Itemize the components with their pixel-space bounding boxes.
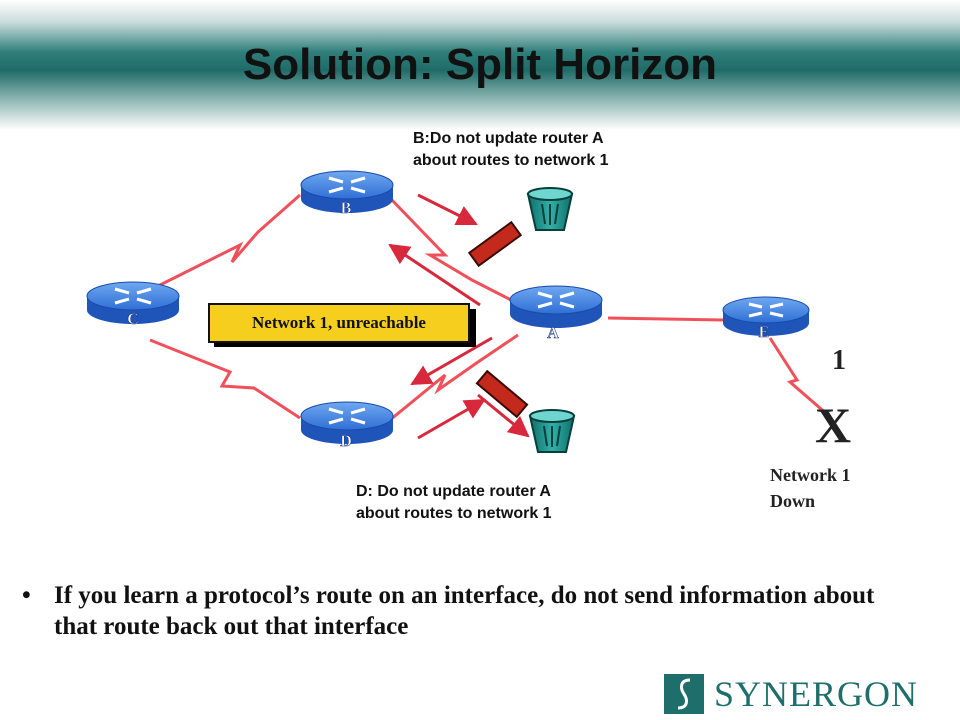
bullet-text: If you learn a protocol’s route on an in… — [54, 582, 875, 640]
router-c-label: C — [127, 311, 139, 328]
router-c-icon — [86, 281, 180, 324]
link-c-d — [149, 338, 301, 420]
link-e-network1 — [768, 337, 829, 417]
link-metric: 1 — [832, 345, 846, 376]
unreachable-callout: Network 1, unreachable — [208, 303, 476, 347]
arrow-b-to-a — [417, 193, 478, 226]
router-b-icon — [300, 170, 394, 213]
link-b-a — [388, 196, 516, 304]
link-a-e — [607, 316, 725, 322]
synergon-logo-mark-icon — [664, 674, 704, 714]
router-a-icon — [509, 285, 603, 328]
slide-title: Solution: Split Horizon — [242, 40, 718, 89]
router-a-label: A — [547, 325, 559, 342]
block-bar-b — [467, 220, 523, 268]
router-e-icon — [722, 296, 810, 336]
router-d-note-line: about routes to network 1 — [356, 505, 552, 522]
failure-x-mark: X — [815, 397, 852, 453]
router-d-note-line: D: Do not update router A — [356, 483, 551, 500]
header-band — [0, 0, 960, 130]
route-filter-icon — [526, 187, 574, 231]
synergon-logo-text: SYNERGON — [714, 674, 919, 714]
callout-label: Network 1, unreachable — [208, 303, 470, 343]
bullet-glyph: • — [22, 582, 31, 609]
link-c-b — [149, 193, 301, 292]
router-b-label: B — [341, 200, 352, 217]
network-down-line: Network 1 — [770, 465, 851, 485]
arrow-d-filter — [477, 393, 530, 438]
arrow-d-to-a — [417, 398, 486, 440]
router-d-icon — [300, 401, 394, 444]
block-bar-d — [475, 369, 529, 419]
router-b-note-line: B:Do not update router A — [413, 130, 604, 147]
synergon-logo: SYNERGON — [664, 672, 950, 718]
router-e-label: E — [759, 324, 770, 341]
network-down-label: Network 1 Down — [770, 462, 850, 514]
network-down-line: Down — [770, 491, 816, 511]
router-b-note: B:Do not update router A about routes to… — [413, 128, 609, 172]
route-filter-icon — [528, 409, 576, 453]
router-b-note-line: about routes to network 1 — [413, 152, 609, 169]
link-d-a — [389, 333, 519, 422]
router-d-label: D — [340, 433, 352, 450]
arrow-a-to-b — [388, 243, 481, 307]
arrow-a-to-d — [410, 336, 493, 386]
router-d-note: D: Do not update router A about routes t… — [356, 481, 552, 525]
